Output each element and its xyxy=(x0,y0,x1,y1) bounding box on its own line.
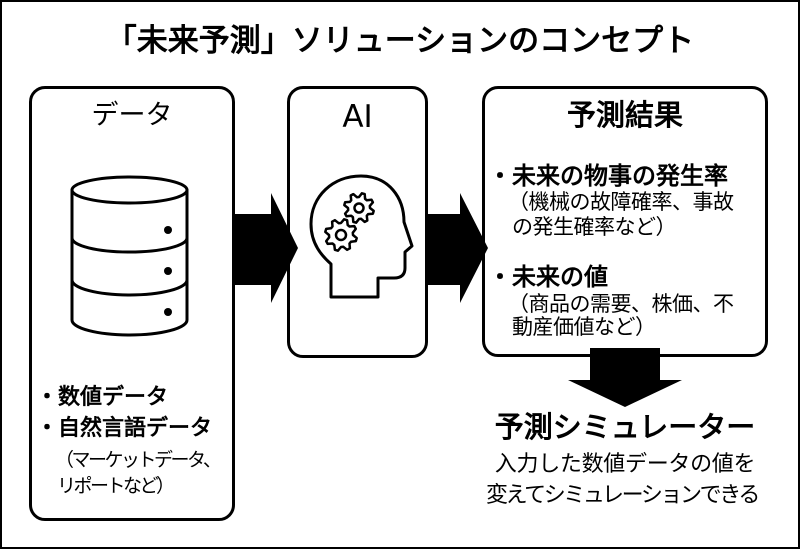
bullet: ・ xyxy=(36,385,59,410)
bullet: ・ xyxy=(488,263,512,291)
result-item-note: の発生確率など） xyxy=(512,215,677,239)
simulator-description: 変えてシミュレーションできる xyxy=(486,483,760,508)
simulator-description: 入力した数値データの値を xyxy=(494,452,756,477)
data-panel xyxy=(29,86,235,521)
result-panel-heading: 予測結果 xyxy=(566,98,683,132)
diagram-title: 「未来予測」ソリューションのコンセプト xyxy=(105,23,695,59)
data-item-label: 数値データ xyxy=(58,385,169,410)
data-panel-heading: データ xyxy=(91,100,173,131)
result-item-note: （機械の故障確率、事故 xyxy=(508,190,734,214)
gear-icon xyxy=(343,192,375,224)
result-item-label: 未来の値 xyxy=(512,263,608,291)
data-item-note: （マーケットデータ、 xyxy=(55,449,222,471)
simulator-title: 予測シミュレーター xyxy=(494,410,756,444)
result-item-note: （商品の需要、株価、不 xyxy=(508,292,734,316)
data-item-note: リポートなど） xyxy=(57,475,175,497)
prediction-result-panel xyxy=(482,86,768,357)
bullet: ・ xyxy=(36,416,59,441)
head-with-gears-icon xyxy=(309,174,414,299)
arrow-right-icon xyxy=(233,193,298,303)
arrow-down-icon xyxy=(568,348,682,407)
result-item-label: 未来の物事の発生率 xyxy=(512,162,728,190)
gear-icon xyxy=(324,218,358,252)
database-icon xyxy=(70,175,189,337)
data-item-label: 自然言語データ xyxy=(58,416,213,441)
arrow-right-icon xyxy=(426,193,488,303)
bullet: ・ xyxy=(488,162,512,190)
ai-panel-heading: AI xyxy=(342,99,373,135)
result-item-note: 動産価値など） xyxy=(512,315,656,339)
